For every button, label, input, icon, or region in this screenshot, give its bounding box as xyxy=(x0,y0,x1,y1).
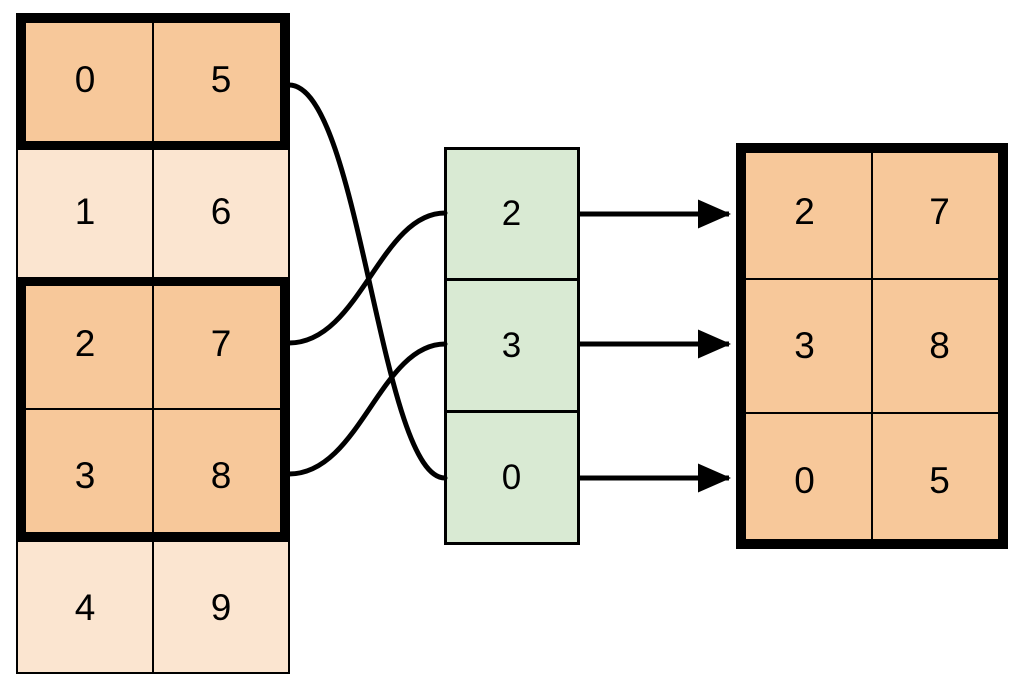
result-array-table: 2 7 3 8 0 5 xyxy=(736,143,1008,549)
index-slot-1: 3 xyxy=(443,278,580,413)
result-cell-r0c1: 7 xyxy=(871,143,1008,280)
index-vector-column: 2 3 0 xyxy=(443,146,580,545)
source-cell-r1c0: 1 xyxy=(16,144,154,279)
source-cell-r2c0: 2 xyxy=(16,276,154,411)
result-cell-r0c0: 2 xyxy=(736,143,873,280)
curve-row-3-to-index-slot-1 xyxy=(286,341,448,477)
source-cell-r4c0: 4 xyxy=(16,540,154,674)
index-slot-2: 0 xyxy=(443,409,580,545)
result-cell-r2c1: 5 xyxy=(871,412,1008,549)
source-cell-r3c0: 3 xyxy=(16,408,154,543)
result-cell-r2c0: 0 xyxy=(736,412,873,549)
index-slot-0: 2 xyxy=(443,146,580,282)
curve-row-0-to-index-slot-2 xyxy=(286,82,448,481)
curve-row-2-to-index-slot-0 xyxy=(286,210,448,346)
source-cell-r0c0: 0 xyxy=(16,13,154,147)
source-cell-r2c1: 7 xyxy=(152,276,290,411)
source-array-table: 0 5 1 6 2 7 3 8 4 9 xyxy=(16,13,290,674)
source-cell-r1c1: 6 xyxy=(152,144,290,279)
result-cell-r1c0: 3 xyxy=(736,277,873,415)
source-cell-r4c1: 9 xyxy=(152,540,290,674)
source-cell-r3c1: 8 xyxy=(152,408,290,543)
result-cell-r1c1: 8 xyxy=(871,277,1008,415)
source-cell-r0c1: 5 xyxy=(152,13,290,147)
